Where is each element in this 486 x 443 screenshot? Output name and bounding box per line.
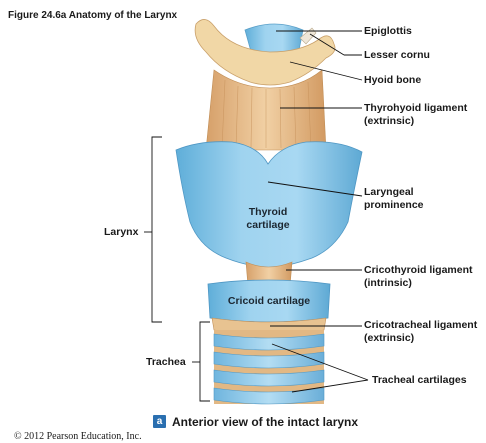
label-hyoid-bone: Hyoid bone bbox=[364, 74, 421, 87]
figure-caption: Anterior view of the intact larynx bbox=[172, 416, 358, 429]
caption-badge: a bbox=[153, 415, 166, 428]
label-thyrohyoid-ligament: Thyrohyoid ligament bbox=[364, 102, 467, 115]
trachea-shape bbox=[214, 330, 324, 404]
figure-title: Figure 24.6a Anatomy of the Larynx bbox=[8, 9, 177, 22]
label-cricoid-cartilage: Cricoid cartilage bbox=[214, 295, 324, 308]
label-cricotracheal-ligament: Cricotracheal ligament bbox=[364, 319, 477, 332]
label-thyroid-cartilage-line1: Thyroid bbox=[242, 206, 294, 219]
label-laryngeal-prominence-line1: Laryngeal bbox=[364, 186, 414, 199]
thyroid-cartilage-shape bbox=[176, 142, 362, 268]
label-larynx: Larynx bbox=[104, 226, 138, 239]
trachea-bracket bbox=[200, 322, 210, 401]
label-tracheal-cartilages: Tracheal cartilages bbox=[372, 374, 467, 387]
label-thyrohyoid-ligament-note: (extrinsic) bbox=[364, 115, 414, 128]
label-trachea: Trachea bbox=[146, 356, 186, 369]
label-laryngeal-prominence-line2: prominence bbox=[364, 199, 424, 212]
larynx-bracket bbox=[152, 137, 162, 322]
label-epiglottis: Epiglottis bbox=[364, 25, 412, 38]
label-thyroid-cartilage-line2: cartilage bbox=[242, 219, 294, 232]
label-lesser-cornu: Lesser cornu bbox=[364, 49, 430, 62]
label-cricotracheal-ligament-note: (extrinsic) bbox=[364, 332, 414, 345]
copyright-notice: © 2012 Pearson Education, Inc. bbox=[14, 430, 142, 443]
label-cricothyroid-ligament-note: (intrinsic) bbox=[364, 277, 412, 290]
label-cricothyroid-ligament: Cricothyroid ligament bbox=[364, 264, 473, 277]
